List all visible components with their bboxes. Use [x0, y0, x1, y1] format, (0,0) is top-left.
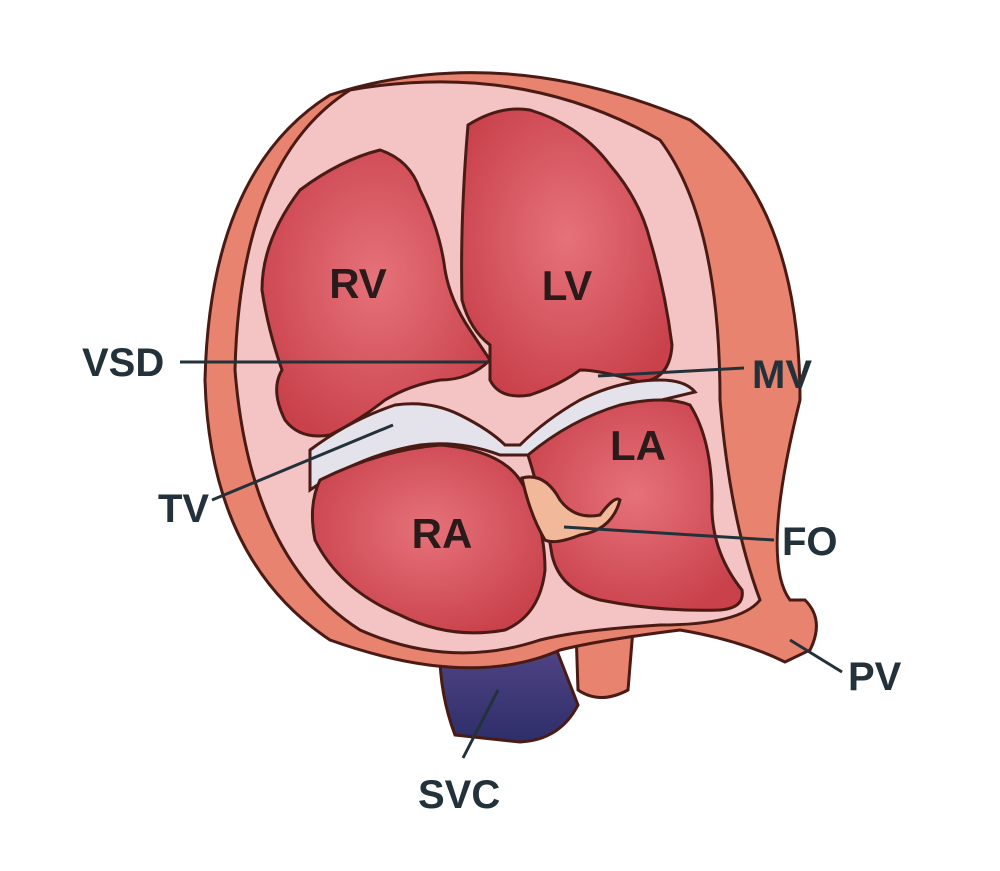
fo-leader-line: [563, 525, 775, 542]
label-la: LA: [610, 422, 666, 469]
label-svc: SVC: [418, 773, 500, 817]
foramen-ovale-flap: [520, 475, 622, 544]
label-fo: FO: [782, 520, 838, 564]
label-vsd: VSD: [82, 341, 164, 385]
left-atrium-chamber: [526, 398, 744, 612]
label-ra: RA: [412, 510, 473, 557]
mv-leader-line: [597, 366, 745, 378]
label-pv: PV: [848, 655, 902, 699]
label-lv: LV: [542, 262, 593, 309]
tv-leader-line: [211, 423, 394, 502]
right-atrium-chamber: [310, 443, 547, 635]
pv-leader-line: [789, 638, 843, 674]
svc-leader-line: [461, 689, 500, 759]
label-rv: RV: [329, 260, 387, 307]
label-mv: MV: [752, 353, 812, 397]
right-ventricle-chamber: [260, 148, 492, 438]
label-tv: TV: [158, 487, 209, 531]
